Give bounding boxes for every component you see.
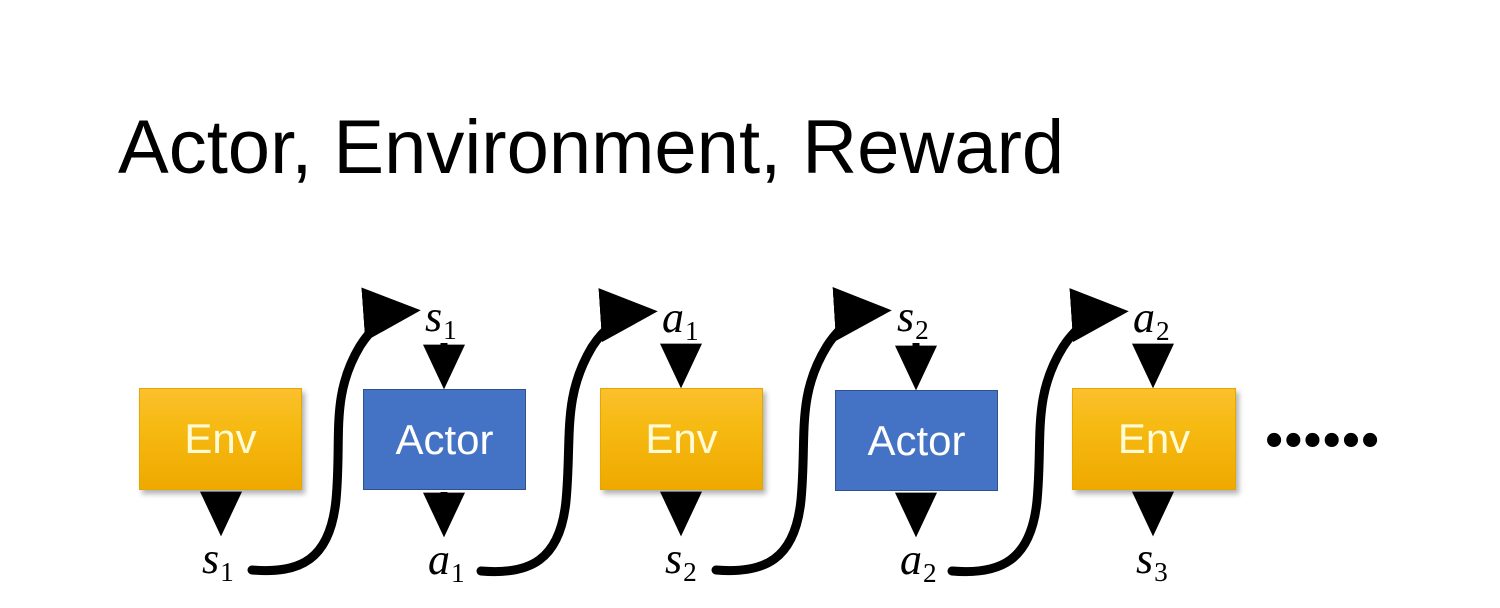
- node-env-1[interactable]: Env: [139, 388, 302, 490]
- symbol: a: [662, 293, 684, 342]
- symbol: s: [1136, 534, 1154, 583]
- label-state-s2-bottom: s2: [665, 537, 697, 586]
- label-state-s1-top: s1: [425, 295, 457, 344]
- subscript: 1: [685, 316, 699, 347]
- subscript: 3: [1154, 557, 1168, 588]
- node-label: Env: [1117, 415, 1191, 462]
- subscript: 2: [1156, 316, 1170, 347]
- subscript: 1: [220, 557, 234, 588]
- subscript: 1: [451, 558, 465, 589]
- subscript: 2: [683, 557, 697, 588]
- symbol: s: [425, 292, 443, 341]
- symbol: a: [900, 535, 922, 584]
- ellipsis-continuation: ••••••: [1265, 412, 1381, 469]
- label-action-a1-top: a1: [662, 296, 699, 345]
- symbol: a: [428, 535, 450, 584]
- node-actor-1[interactable]: Actor: [363, 389, 526, 490]
- symbol: s: [665, 534, 683, 583]
- subscript: 1: [443, 315, 457, 346]
- node-label: Env: [184, 415, 257, 462]
- label-state-s3-bottom: s3: [1136, 537, 1168, 586]
- node-env-3[interactable]: Env: [1072, 388, 1236, 490]
- node-env-2[interactable]: Env: [600, 388, 763, 490]
- page-title: Actor, Environment, Reward: [118, 105, 1065, 190]
- symbol: s: [897, 292, 915, 341]
- label-state-s1-bottom: s1: [202, 537, 234, 586]
- label-state-s2-top: s2: [897, 295, 929, 344]
- symbol: a: [1133, 293, 1155, 342]
- node-label: Actor: [395, 415, 494, 463]
- subscript: 2: [915, 315, 929, 346]
- node-actor-2[interactable]: Actor: [835, 390, 998, 491]
- subscript: 2: [923, 558, 937, 589]
- label-action-a1-bottom: a1: [428, 538, 465, 587]
- node-label: Env: [645, 415, 718, 462]
- node-label: Actor: [867, 416, 966, 464]
- label-action-a2-bottom: a2: [900, 538, 937, 587]
- label-action-a2-top: a2: [1133, 296, 1170, 345]
- symbol: s: [202, 534, 220, 583]
